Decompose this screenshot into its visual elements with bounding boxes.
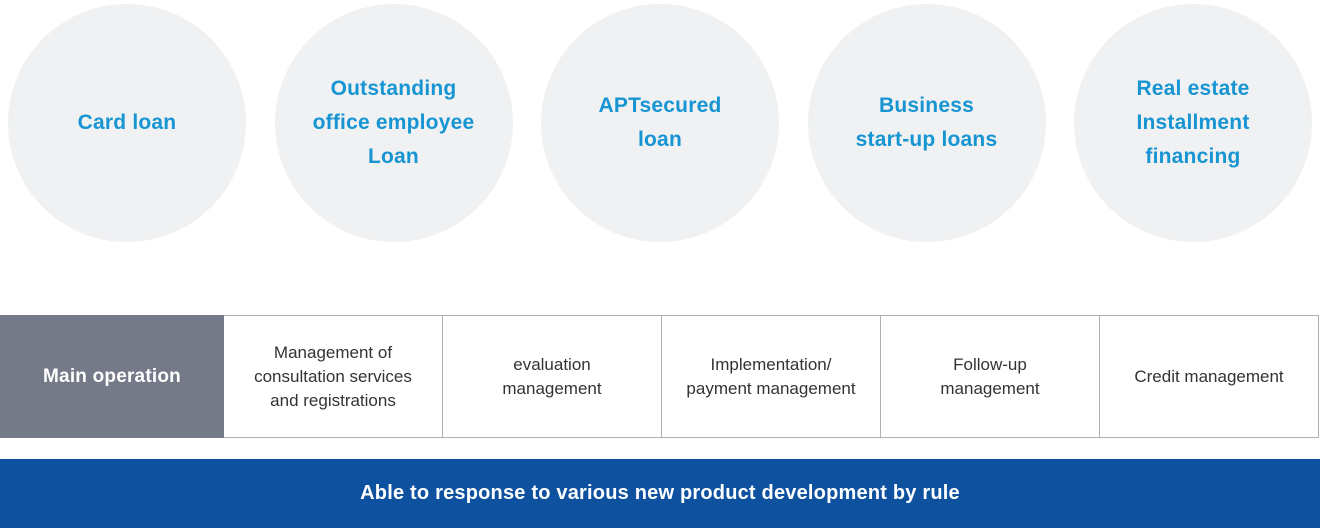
banner-text: Able to response to various new product … [360,482,960,504]
main-operation-table: Main operation Management of consultatio… [0,315,1319,438]
main-operation-header-cell: Main operation [0,315,224,438]
product-circles-row: Card loan Outstanding office employee Lo… [0,4,1320,244]
operation-cell-credit: Credit management [1100,315,1319,438]
operation-cell-implementation-payment: Implementation/ payment management [662,315,881,438]
product-circle-apt-secured-loan: APTsecured loan [541,4,779,242]
product-circle-label: Outstanding office employee Loan [312,77,475,168]
product-circle-label: APTsecured loan [598,94,722,151]
product-circle-real-estate-financing: Real estate Installment financing [1074,4,1312,242]
product-circle-business-startup-loans: Business start-up loans [807,4,1046,242]
operation-cell-follow-up: Follow-up management [881,315,1100,438]
product-circle-label: Card loan [77,111,177,134]
product-circle-card-loan: Card loan [8,4,246,242]
product-circle-label: Business start-up loans [855,94,998,151]
product-circle-office-employee-loan: Outstanding office employee Loan [274,4,513,242]
bottom-banner: Able to response to various new product … [0,459,1320,528]
product-circle-label: Real estate Installment financing [1136,77,1250,168]
operation-cell-evaluation: evaluation management [443,315,662,438]
operation-cell-consultation: Management of consultation services and … [224,315,443,438]
